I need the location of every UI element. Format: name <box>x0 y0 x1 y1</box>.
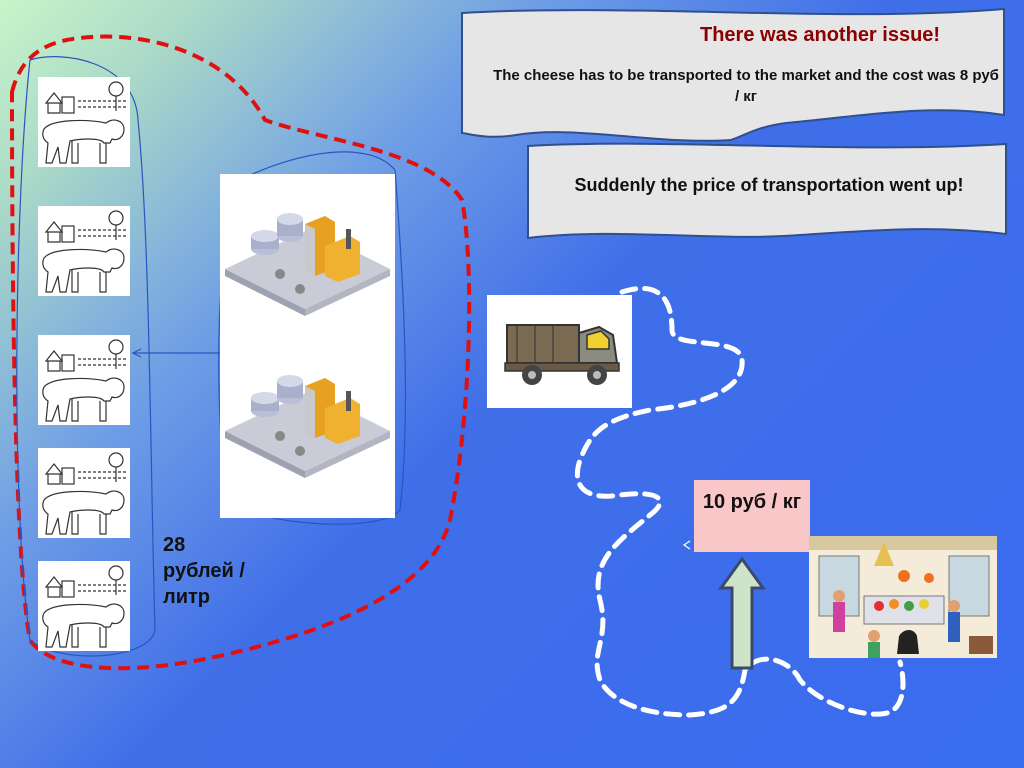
price-rise-bubble <box>527 142 1007 240</box>
cheese-factory-icon <box>225 213 390 316</box>
truck-icon <box>504 324 620 385</box>
cow-farm-icon <box>42 210 126 293</box>
market-icon <box>809 536 997 658</box>
cow-farm-icon <box>42 565 126 648</box>
market-card <box>809 536 997 658</box>
cheese-factory-icon <box>225 375 390 478</box>
cow-farm-icon <box>42 452 126 535</box>
cow-farm-card <box>38 335 130 425</box>
cow-farm-card <box>38 561 130 651</box>
cow-farm-card <box>38 448 130 538</box>
market-price-box: 10 руб / кг <box>694 480 810 552</box>
cheese-factory-card <box>220 174 395 346</box>
up-arrow-icon <box>718 556 766 670</box>
cow-farm-card <box>38 77 130 167</box>
truck-card <box>487 295 632 408</box>
cow-farm-icon <box>42 339 126 422</box>
milk-price-label: 28 рублей / литр <box>163 534 245 608</box>
issue-bubble <box>461 7 1005 142</box>
issue-title: There was another issue! <box>700 24 941 46</box>
cheese-factory-card <box>220 346 395 518</box>
cow-farm-card <box>38 206 130 296</box>
price-rise-text: Suddenly the price of transportation wen… <box>574 175 964 195</box>
cow-farm-icon <box>42 81 126 164</box>
issue-body: The cheese has to be transported to the … <box>493 67 999 105</box>
